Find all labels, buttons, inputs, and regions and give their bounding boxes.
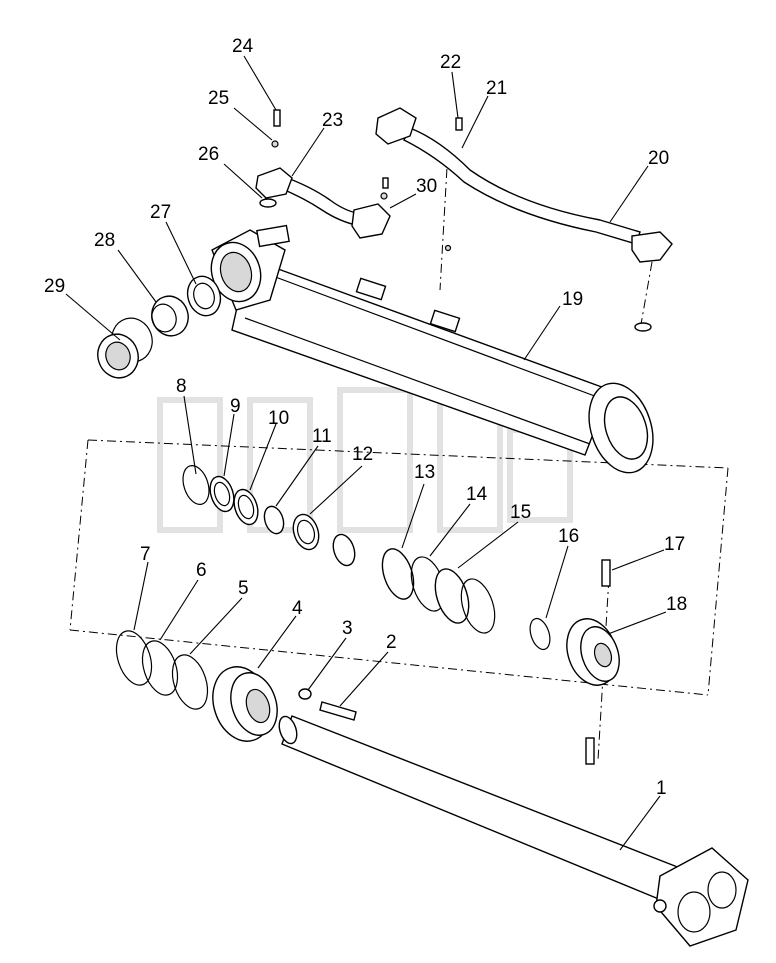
- callout-18: 18: [666, 594, 687, 615]
- piston-nut: [212, 666, 357, 742]
- seal-rings-upper: [182, 465, 551, 651]
- o-ring-20b: [634, 322, 652, 332]
- pin-18b: [585, 737, 595, 765]
- callout-22: 22: [440, 52, 461, 73]
- cylinder-barrel: [210, 224, 654, 474]
- washer-3: [298, 688, 312, 700]
- callout-16: 16: [558, 526, 579, 547]
- leader-lines: [65, 55, 667, 851]
- callout-7: 7: [140, 544, 151, 565]
- gland-seals: [97, 275, 222, 379]
- grease-fitting: [653, 899, 667, 913]
- piston: [566, 559, 620, 765]
- o-ring-26: [259, 198, 277, 208]
- top-fasteners: [259, 109, 652, 332]
- callout-14: 14: [466, 484, 488, 505]
- bolt-24: [273, 109, 281, 127]
- callout-2: 2: [386, 632, 397, 653]
- washer-25: [271, 140, 279, 148]
- callout-9: 9: [230, 396, 241, 417]
- callout-11: 11: [312, 426, 332, 447]
- washer-30: [380, 192, 388, 200]
- callout-19: 19: [562, 289, 583, 310]
- callout-21: 21: [486, 78, 507, 99]
- callout-6: 6: [196, 560, 207, 581]
- callout-5: 5: [238, 578, 249, 599]
- callout-29: 29: [44, 276, 65, 297]
- callout-8: 8: [176, 376, 187, 397]
- callout-23: 23: [322, 110, 343, 131]
- callout-1: 1: [656, 778, 667, 799]
- callout-28: 28: [94, 230, 115, 251]
- tube-assembly-long: [375, 107, 673, 263]
- callout-labels: 24 25 26 23 22 21 20 30 27 28 29 19 8 9 …: [44, 36, 687, 799]
- bolt-22: [455, 117, 463, 131]
- seal-rings-lower: [115, 630, 209, 710]
- callout-27: 27: [150, 202, 171, 223]
- callout-4: 4: [292, 598, 303, 619]
- callout-15: 15: [510, 502, 531, 523]
- tube-assembly-short: [255, 167, 391, 239]
- pin-17: [601, 559, 611, 587]
- callout-25: 25: [208, 88, 229, 109]
- callout-24: 24: [232, 36, 254, 57]
- callout-17: 17: [664, 534, 685, 555]
- callout-12: 12: [352, 444, 373, 465]
- bolt-2: [319, 701, 357, 721]
- callout-30: 30: [416, 176, 437, 197]
- callout-13: 13: [414, 462, 435, 483]
- callout-10: 10: [268, 408, 289, 429]
- piston-rod: [278, 715, 749, 947]
- callout-26: 26: [198, 144, 219, 165]
- callout-20: 20: [648, 148, 669, 169]
- callout-3: 3: [342, 618, 353, 639]
